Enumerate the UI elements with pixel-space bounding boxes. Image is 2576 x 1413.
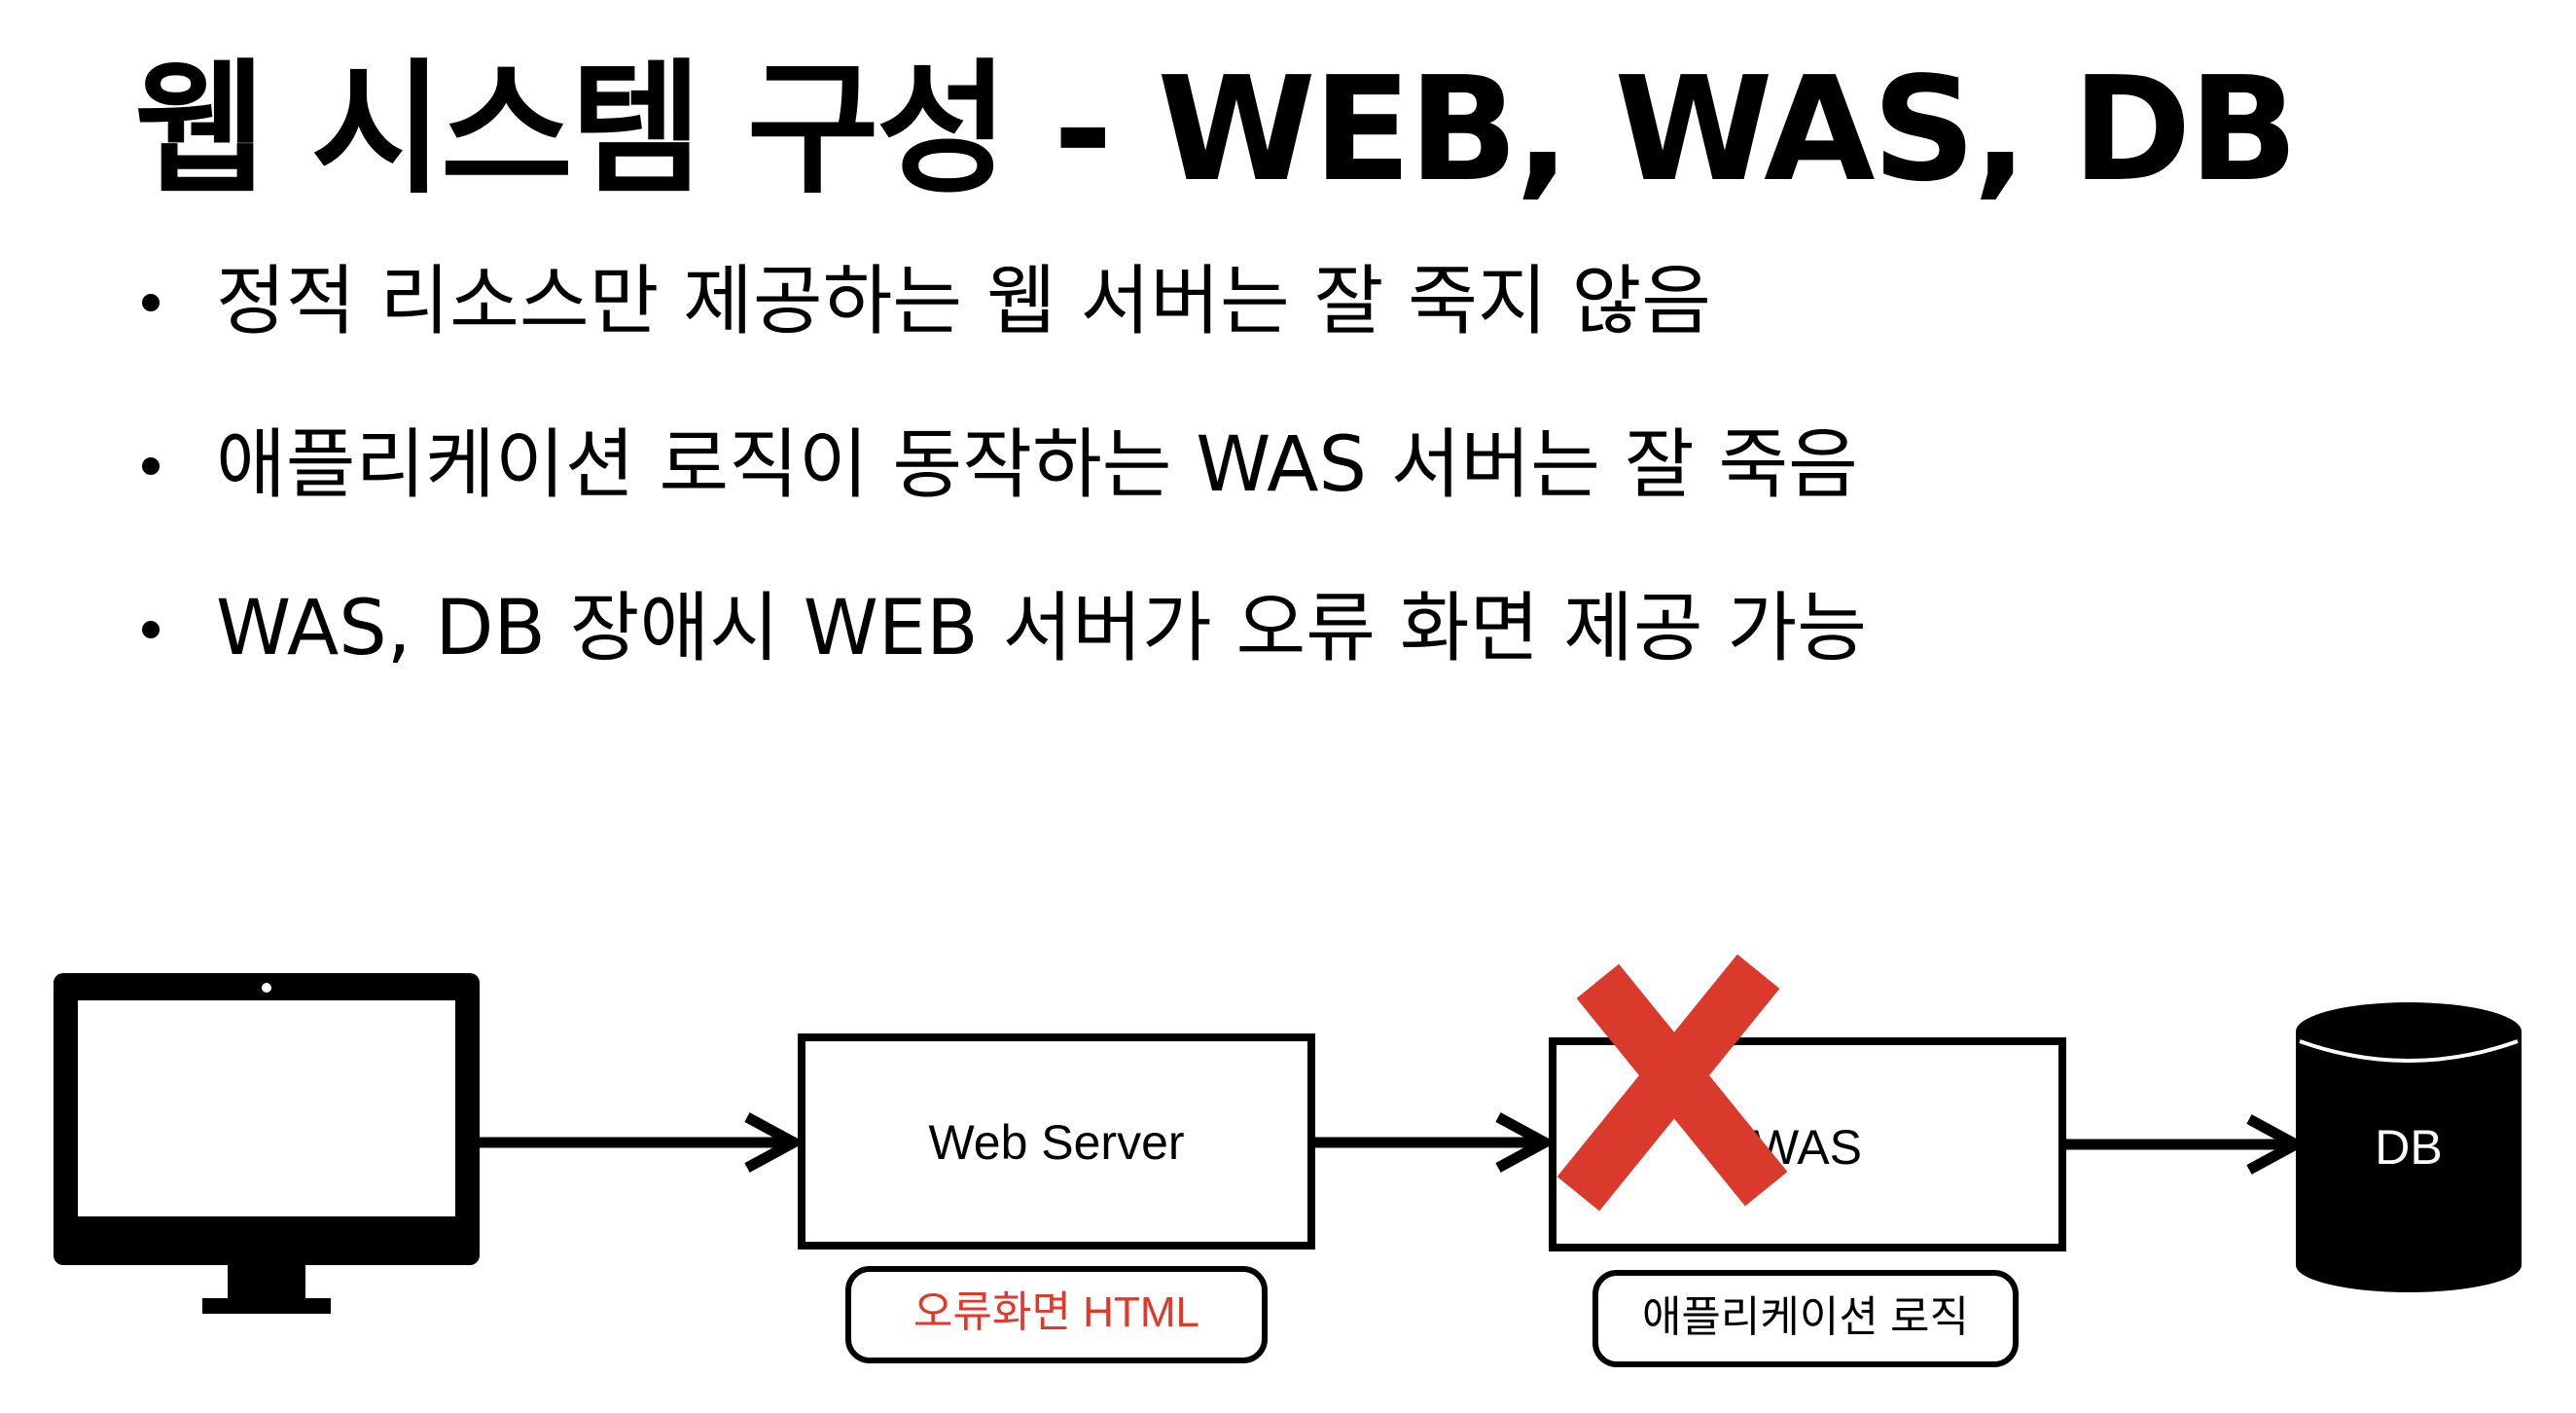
bullet-item: WAS, DB 장애시 WEB 서버가 오류 화면 제공 가능 (136, 582, 1867, 675)
web-server-note: 오류화면 HTML (845, 1266, 1268, 1363)
database-cylinder-icon: DB (2296, 1002, 2522, 1292)
arrow-client-to-web (480, 1112, 805, 1173)
db-label: DB (2375, 1120, 2442, 1175)
web-server-node: Web Server (798, 1033, 1315, 1250)
was-note: 애플리케이션 로직 (1592, 1270, 2019, 1367)
page-title: 웹 시스템 구성 - WEB, WAS, DB (134, 46, 2299, 213)
arrow-was-to-db (2064, 1114, 2308, 1175)
bullet-text: 애플리케이션 로직이 동작하는 WAS 서버는 잘 죽음 (216, 421, 1858, 509)
error-page-html-label: 오류화면 HTML (913, 1288, 1199, 1336)
bullet-text: WAS, DB 장애시 WEB 서버가 오류 화면 제공 가능 (216, 585, 1868, 672)
x-mark-icon (1556, 954, 1788, 1212)
bullet-dot-icon (142, 621, 160, 638)
bullet-text: 정적 리소스만 제공하는 웹 서버는 잘 죽지 않음 (216, 258, 1711, 345)
web-server-label: Web Server (928, 1115, 1184, 1170)
bullet-item: 정적 리소스만 제공하는 웹 서버는 잘 죽지 않음 (136, 255, 1867, 348)
bullet-dot-icon (142, 294, 160, 311)
bullet-dot-icon (142, 457, 160, 475)
monitor-icon (54, 973, 480, 1314)
bullet-list: 정적 리소스만 제공하는 웹 서버는 잘 죽지 않음 애플리케이션 로직이 동작… (136, 255, 1867, 745)
arrow-web-to-was (1313, 1112, 1556, 1173)
app-logic-label: 애플리케이션 로직 (1642, 1293, 1969, 1341)
bullet-item: 애플리케이션 로직이 동작하는 WAS 서버는 잘 죽음 (136, 418, 1867, 512)
